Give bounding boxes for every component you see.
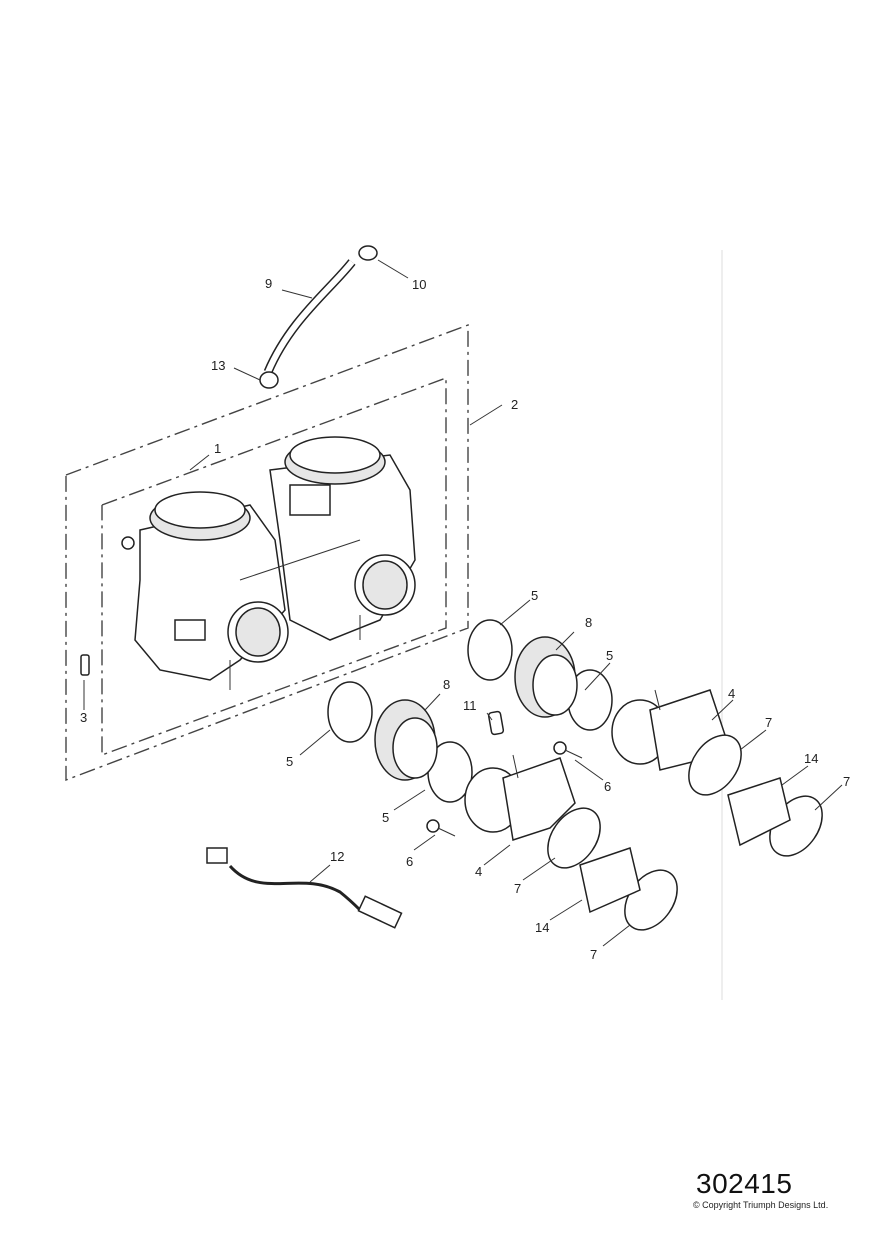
callout-7: 7 <box>590 947 597 962</box>
callout-10: 10 <box>412 277 426 292</box>
callout-12: 12 <box>330 849 344 864</box>
callout-7: 7 <box>765 715 772 730</box>
rubber-adaptor <box>374 636 578 781</box>
callout-4: 4 <box>728 686 735 701</box>
bolt <box>426 741 583 837</box>
callout-7: 7 <box>843 774 850 789</box>
callout-5: 5 <box>531 588 538 603</box>
callout-11: 11 <box>463 698 477 713</box>
wiring-harness <box>206 847 403 929</box>
breather-hose <box>263 259 356 374</box>
callout-1: 1 <box>214 441 221 456</box>
callout-5: 5 <box>606 648 613 663</box>
assembly-boundary <box>65 323 469 782</box>
callout-14: 14 <box>804 751 818 766</box>
hose-clamp <box>327 619 613 803</box>
callout-4: 4 <box>475 864 482 879</box>
callout-2: 2 <box>511 397 518 412</box>
spacer-plate <box>579 777 791 914</box>
callout-7: 7 <box>514 881 521 896</box>
callout-8: 8 <box>443 677 450 692</box>
callout-labels: 1 2 3 4 4 5 5 5 5 6 6 7 7 7 7 8 8 9 10 1… <box>80 276 850 962</box>
carburettor-assembly <box>121 436 416 690</box>
callout-5: 5 <box>286 754 293 769</box>
callout-9: 9 <box>265 276 272 291</box>
callout-6: 6 <box>406 854 413 869</box>
leader-lines <box>83 259 843 947</box>
callout-13: 13 <box>211 358 225 373</box>
callout-8: 8 <box>585 615 592 630</box>
diagram-reference-number: 302415 <box>696 1168 793 1199</box>
hose-clip-lower <box>259 371 279 389</box>
copyright-notice: © Copyright Triumph Designs Ltd. <box>693 1200 829 1210</box>
callout-6: 6 <box>604 779 611 794</box>
callout-14: 14 <box>535 920 549 935</box>
dowel-pin <box>80 654 90 676</box>
hose-clip-upper <box>358 245 378 261</box>
blanking-cap <box>487 710 505 736</box>
callout-5: 5 <box>382 810 389 825</box>
callout-3: 3 <box>80 710 87 725</box>
